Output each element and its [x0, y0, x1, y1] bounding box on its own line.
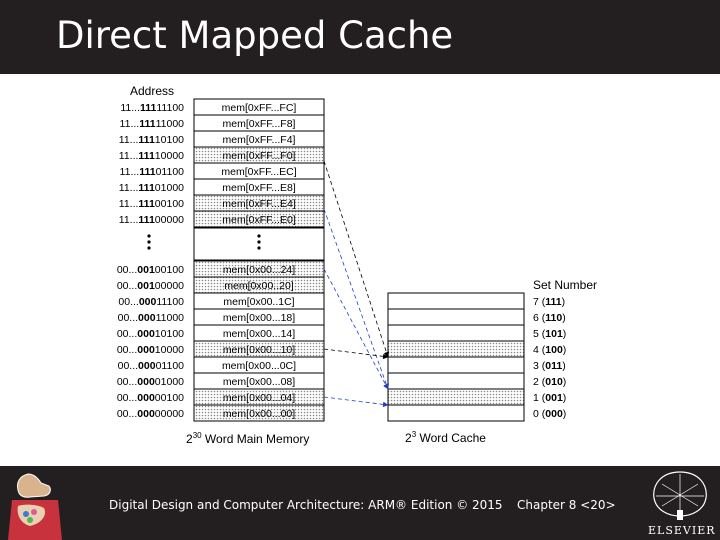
direct-mapped-cache-diagram: Address mem[0xFF...FC]11...11111100mem[0… — [117, 84, 597, 446]
memory-address: 00...00100100 — [117, 264, 184, 276]
memory-word-cell — [193, 404, 325, 422]
set-number-label: 3 (011) — [533, 360, 566, 372]
main-memory-caption: 230 Word Main Memory — [186, 431, 309, 446]
title-bar: Direct Mapped Cache — [0, 0, 720, 74]
memory-address: 11...11111100 — [120, 102, 184, 114]
ellipsis-dot — [257, 234, 261, 238]
publisher-wordmark: ELSEVIER — [648, 524, 716, 537]
arrow-line — [323, 396, 389, 408]
mapping-arrows — [323, 160, 390, 408]
memory-word-contents: mem[0x00...24] — [223, 264, 295, 276]
memory-address: 00...00100000 — [117, 280, 184, 292]
arrow-line — [323, 348, 389, 360]
cache-block — [387, 308, 525, 326]
footer-bar: Digital Design and Computer Architecture… — [0, 466, 720, 540]
memory-word-contents: mem[0x00...0C] — [222, 360, 296, 372]
set-number-label: 6 (110) — [533, 312, 566, 324]
set-number-label: 5 (101) — [533, 328, 566, 340]
main-memory-lower-rows: mem[0x00...24] 00...00100100 mem[0x00..20]… — [117, 260, 325, 422]
memory-word-contents: mem[0xFF...E8] — [222, 182, 296, 194]
set-number-label: 7 (111) — [533, 296, 565, 308]
cache-block — [387, 388, 525, 406]
memory-word-contents: mem[0x00..1C] — [223, 296, 294, 308]
memory-word-contents: mem[0x00...18] — [223, 312, 295, 324]
memory-address: 11...11101000 — [119, 182, 184, 194]
address-header: Address — [130, 84, 174, 98]
memory-address: 11...11100000 — [119, 214, 184, 226]
ellipsis-dot — [147, 234, 151, 238]
set-number-label: 2 (010) — [533, 376, 566, 388]
memory-address: 00...00011100 — [118, 296, 184, 308]
memory-address: 00...00010000 — [117, 344, 184, 356]
memory-address: 11...11100100 — [119, 198, 184, 210]
elsevier-tree-logo — [653, 471, 707, 520]
cache-blocks — [387, 292, 525, 422]
arrow-line — [323, 160, 390, 358]
chapter-page: Chapter 8 <20> — [517, 498, 616, 512]
memory-address: 00...00001000 — [117, 376, 184, 388]
memory-address: 00...00011000 — [118, 312, 185, 324]
cache-block — [387, 292, 525, 310]
memory-word-contents: mem[0xFF...E0] — [222, 214, 296, 226]
memory-word-contents: mem[0x00...08] — [223, 376, 295, 388]
ellipsis-dot — [147, 246, 151, 250]
memory-word-contents: mem[0xFF...E4] — [222, 198, 296, 210]
memory-address: 11...11111000 — [120, 118, 185, 130]
set-number-label: 4 (100) — [533, 344, 566, 356]
cache-block — [387, 324, 525, 342]
memory-word-contents: mem[0xFF...EC] — [221, 166, 296, 178]
memory-word-contents: mem[0xFF...FC] — [222, 102, 297, 114]
memory-address: 00...00000100 — [117, 392, 184, 404]
arrow-line — [323, 268, 389, 390]
memory-address: 00...00001100 — [118, 360, 185, 372]
memory-address: 11...11101100 — [120, 166, 185, 178]
cache-caption: 23 Word Cache — [405, 430, 486, 445]
slide-title: Direct Mapped Cache — [56, 14, 454, 57]
cache-block — [387, 372, 525, 390]
ellipsis-dot — [147, 240, 151, 244]
memory-word-contents: mem[0xFF...F4] — [223, 134, 296, 146]
book-citation: Digital Design and Computer Architecture… — [109, 498, 503, 512]
memory-word-cell — [193, 210, 325, 228]
memory-word-contents: mem[0x00...04] — [223, 392, 295, 404]
set-number-labels: 7 (111) 6 (110) 5 (101) 4 (100) 3 (011) 2 (01… — [533, 296, 566, 420]
main-memory-gap — [147, 227, 325, 261]
cache-block — [387, 356, 525, 374]
memory-word-contents: mem[0x00...00] — [223, 408, 295, 420]
textbook-cover-logo — [8, 473, 62, 540]
memory-word-contents: mem[0xFF...F0] — [223, 150, 296, 162]
cache-block — [387, 340, 525, 358]
memory-word-contents: mem[0xFF...F8] — [223, 118, 296, 130]
set-number-header: Set Number — [533, 278, 597, 292]
main-memory-upper-rows: mem[0xFF...FC] 11...11111100 mem[0xFF...F8… — [119, 98, 325, 228]
memory-address: 00...00000000 — [117, 408, 184, 420]
set-number-label: 0 (000) — [533, 408, 566, 420]
memory-address: 11...11110000 — [119, 150, 184, 162]
ellipsis-dot — [257, 240, 261, 244]
memory-word-contents: mem[0x00...14] — [223, 328, 295, 340]
arrow-line — [323, 208, 389, 390]
set-number-label: 1 (001) — [533, 392, 566, 404]
cache-block — [387, 404, 525, 422]
ellipsis-dot — [257, 246, 261, 250]
memory-address: 11...11110100 — [119, 134, 184, 146]
memory-address: 00...00010100 — [117, 328, 184, 340]
memory-word-contents: mem[0x00...10] — [223, 344, 295, 356]
memory-word-contents: mem[0x00..20] — [224, 280, 294, 292]
